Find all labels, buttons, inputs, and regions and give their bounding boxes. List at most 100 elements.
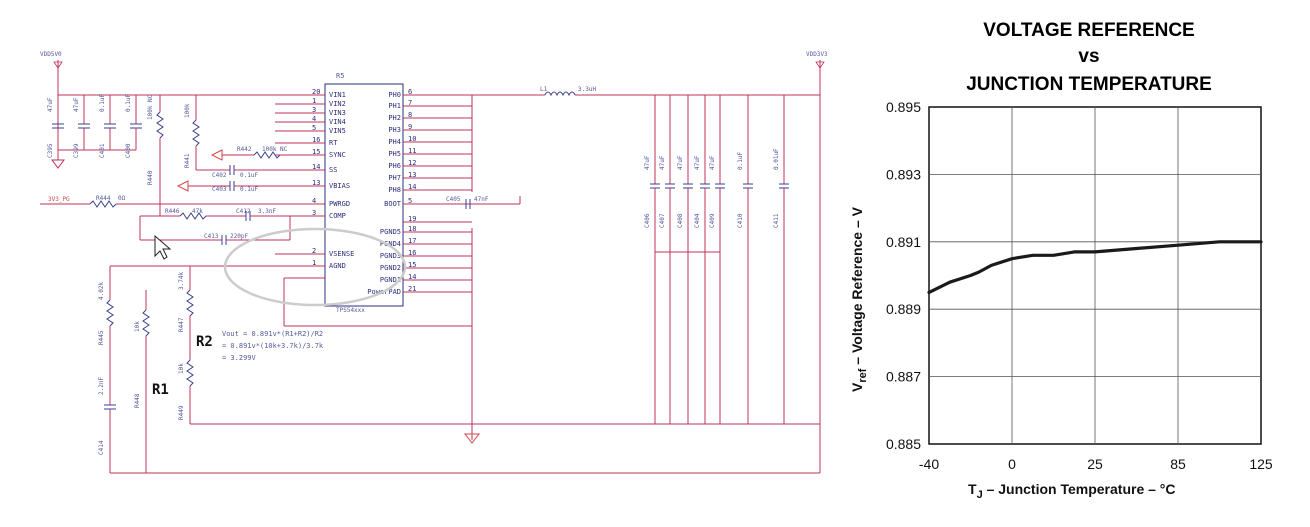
ic-pin-number: 21 <box>408 285 416 293</box>
feedback-network: 4.02k R445 2.2nF C414 10k R448 R1 3.74k … <box>98 265 820 474</box>
c403-value: 0.1uF <box>240 186 258 193</box>
ic-pin-name: RT <box>329 139 338 147</box>
r447-value: 10k <box>178 363 185 374</box>
c402-ref: C402 <box>212 172 227 179</box>
capacitor-value: 47uF <box>73 97 80 112</box>
c412-value: 3.3nF <box>258 208 276 215</box>
ic-pin-number: 3 <box>312 209 316 217</box>
r449-ref: R449 <box>178 405 185 420</box>
capacitor-ref: C409 <box>709 213 716 228</box>
capacitor-ref: C410 <box>737 213 744 228</box>
net-3v3-pg: 3V3_PG R444 0Ω <box>40 195 308 208</box>
vout-formula: Vout = 0.891v*(R1+R2)/R2 = 0.891v*(10k+3… <box>222 330 324 362</box>
c412-ref: C412 <box>236 208 251 215</box>
ic-pin-number: 14 <box>408 183 416 191</box>
ic-pin-name: PH8 <box>388 186 401 194</box>
r444-value: 0Ω <box>118 195 126 202</box>
ic-pin-name: VIN4 <box>329 118 346 126</box>
y-axis-label: Vref – Voltage Reference – V <box>849 206 869 392</box>
r444-ref: R444 <box>96 195 111 202</box>
rail-label-vdd5v0: VDD5V0 <box>40 51 62 58</box>
ic-pin-left: 4 VIN4 <box>275 115 346 126</box>
highlight-ellipse <box>223 227 407 307</box>
mouse-cursor-icon <box>154 234 172 260</box>
r442-value: 100k NC <box>262 146 288 153</box>
c405-value: 47nF <box>474 196 489 203</box>
ic-pin-name: VIN1 <box>329 91 346 99</box>
c402-value: 0.1uF <box>240 172 258 179</box>
ic-pin-number: 13 <box>408 171 416 179</box>
ic-pin-name: COMP <box>329 212 346 220</box>
c413-ref: C413 <box>204 233 219 240</box>
ic-pin-number: 3 <box>312 106 316 114</box>
ic-pin-right: 10 PH4 <box>388 135 472 146</box>
ic-pin-name: PWRGD <box>329 200 350 208</box>
ic-pin-name: PGND5 <box>380 228 401 236</box>
ic-pin-number: 8 <box>408 111 412 119</box>
ic-pin-number: 9 <box>408 123 412 131</box>
output-capacitors: 47uFC40647uFC40747uFC40847uFC40447uFC409… <box>644 95 789 424</box>
ic-pin-number: 10 <box>408 135 416 143</box>
ic-pin-name: PH4 <box>388 138 401 146</box>
capacitor-input: 0.1uF C400 <box>125 94 142 158</box>
chart-title-line-3: JUNCTION TEMPERATURE <box>966 74 1212 95</box>
ic-pin-number: 11 <box>408 147 416 155</box>
capacitor-value: 47uF <box>659 155 666 170</box>
ic-pin-number: 17 <box>408 237 416 245</box>
y-tick-label: 0.893 <box>886 166 921 182</box>
ic-pin-right: 11 PH5 <box>388 147 472 158</box>
label-r1: R1 <box>152 382 169 398</box>
capacitor-value: 47uF <box>709 155 716 170</box>
x-tick-label: 0 <box>1008 456 1016 472</box>
r440-ref: R440 <box>147 170 154 185</box>
r445-value: 4.02k <box>98 282 105 300</box>
ic-pin-number: 12 <box>408 159 416 167</box>
c414-value: 2.2nF <box>98 377 105 395</box>
capacitor-c403: C403 0.1uF <box>176 180 308 193</box>
ic-part: TPS54xxx <box>336 307 365 314</box>
ground-symbol-center <box>463 424 481 444</box>
ic-pin-name: PGND3 <box>380 252 401 260</box>
capacitor-ref: C400 <box>125 143 132 158</box>
r448-value: 10k <box>134 321 141 332</box>
resistor-r440: 100k NC R440 <box>147 94 164 205</box>
ic-pin-number: 1 <box>312 259 316 267</box>
ic-pin-number: 5 <box>312 124 316 132</box>
x-tick-label: -40 <box>919 456 939 472</box>
label-r2: R2 <box>196 334 213 350</box>
x-axis-label-main: T <box>968 481 977 497</box>
r441-ref: R441 <box>184 153 191 168</box>
x-tick-label: 125 <box>1249 456 1273 472</box>
x-axis-label-sub: J <box>977 489 983 501</box>
capacitor-value: 0.1uF <box>125 94 132 112</box>
formula-line-1: Vout = 0.891v*(R1+R2)/R2 <box>222 330 323 338</box>
inductor-l1: L1 3.3uH <box>540 86 820 97</box>
r446-ref: R446 <box>165 208 180 215</box>
ic-pin-name: PH6 <box>388 162 401 170</box>
x-axis-label: TJ – Junction Temperature – °C <box>968 481 1176 501</box>
ic-pin-number: 13 <box>312 179 320 187</box>
l1-value: 3.3uH <box>578 86 596 93</box>
c413-value: 220pF <box>230 233 248 240</box>
ic-pin-number: 4 <box>312 115 316 123</box>
ic-pin-name: PH5 <box>388 150 401 158</box>
ic-pin-right: 14 PH8 <box>388 183 472 194</box>
rail-label-vdd3v3: VDD3V3 <box>806 51 828 58</box>
